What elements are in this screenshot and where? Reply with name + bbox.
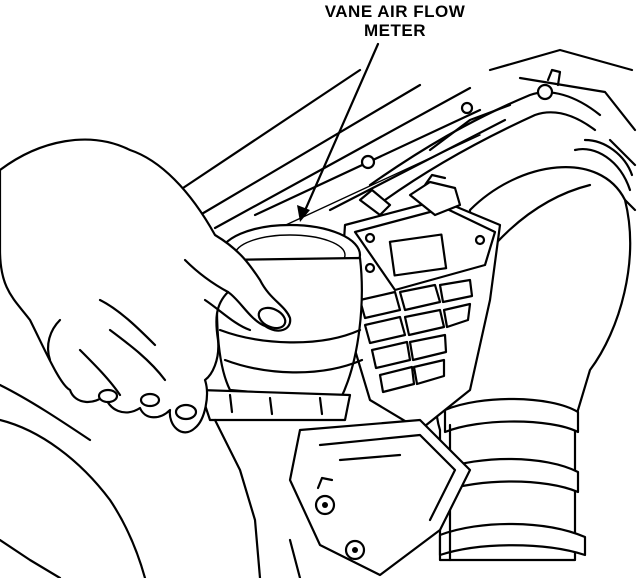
fender-lines xyxy=(178,68,507,231)
upper-pipe xyxy=(358,68,602,217)
air-flow-meter-icon xyxy=(288,173,502,577)
callout-label-line1: VANE AIR FLOW xyxy=(324,2,466,21)
fender-lower xyxy=(0,418,302,578)
leader-arrow-icon xyxy=(297,42,380,222)
hand-icon xyxy=(0,138,292,442)
callout-label-line2: METER xyxy=(364,21,426,40)
